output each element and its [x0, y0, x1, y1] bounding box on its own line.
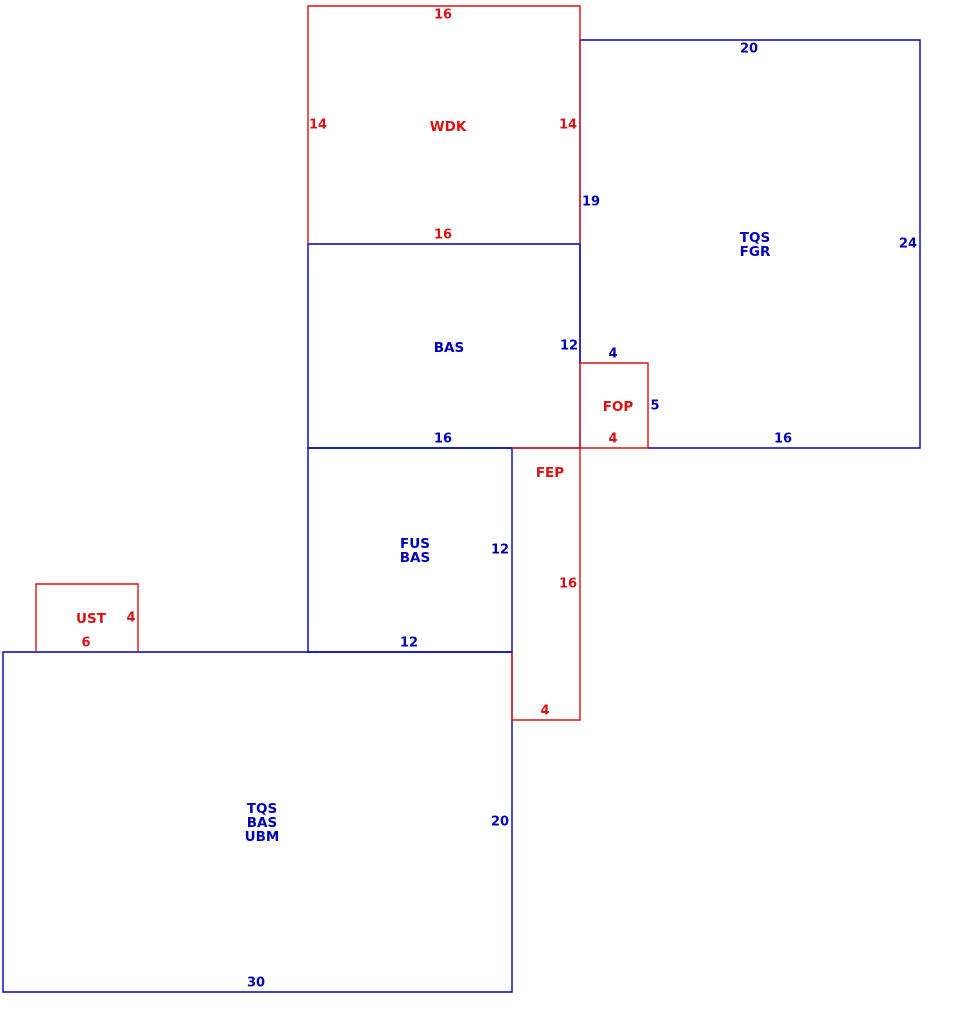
dimension-labels: 16 14 14 16 20 19 24 16 12 16 4 5 4 12 12 16 4 4 6 20 30 — [81, 8, 917, 991]
area-code-tqs-bas-ubm-1: BAS — [247, 815, 277, 831]
dimension-bas-right: 12 — [560, 339, 578, 354]
dimension-fus-bottom: 12 — [400, 636, 418, 651]
area-outline-ust — [35, 583, 139, 652]
dimension-ust-bottom: 6 — [81, 636, 90, 651]
area-code-tqs-fgr-0: TQS — [740, 230, 770, 246]
area-outline-fep — [511, 447, 581, 721]
dimension-wdk-top: 16 — [434, 8, 452, 23]
dimension-fus-right: 12 — [491, 543, 509, 558]
dimension-ust-right: 4 — [126, 611, 135, 626]
dimension-fop-right: 5 — [650, 399, 659, 414]
dimension-wdk-left: 14 — [309, 118, 327, 133]
area-code-fus-bas-1: BAS — [400, 550, 430, 566]
dimension-fop-bottom: 4 — [608, 432, 617, 447]
area-code-tqs-fgr-1: FGR — [740, 244, 771, 260]
area-code-tqs-bas-ubm-2: UBM — [245, 829, 280, 845]
area-code-tqs-bas-ubm-0: TQS — [247, 801, 277, 817]
area-code-wdk-0: WDK — [430, 119, 467, 135]
area-code-fop-0: FOP — [603, 399, 634, 415]
area-code-ust-0: UST — [76, 611, 107, 627]
area-code-fep-0: FEP — [536, 465, 564, 481]
dimension-fgr-top: 20 — [740, 42, 758, 57]
area-outlines — [2, 5, 921, 993]
area-outline-wdk — [307, 5, 581, 244]
area-code-bas-0: BAS — [434, 340, 464, 356]
dimension-fep-bottom: 4 — [540, 704, 549, 719]
dimension-ubm-bottom: 30 — [247, 976, 265, 991]
dimension-fep-right: 16 — [559, 577, 577, 592]
area-code-fus-bas-0: FUS — [400, 536, 430, 552]
dimension-fop-top: 4 — [608, 347, 617, 362]
dimension-fgr-bottom: 16 — [774, 432, 792, 447]
dimension-fgr-right: 24 — [899, 237, 917, 252]
area-outline-fop — [579, 362, 649, 449]
dimension-ubm-right: 20 — [491, 815, 509, 830]
dimension-wdk-right: 14 — [559, 118, 577, 133]
dimension-bas-bottom: 16 — [434, 432, 452, 447]
dimension-wdk-bottom: 16 — [434, 228, 452, 243]
dimension-fgr-left: 19 — [582, 195, 600, 210]
